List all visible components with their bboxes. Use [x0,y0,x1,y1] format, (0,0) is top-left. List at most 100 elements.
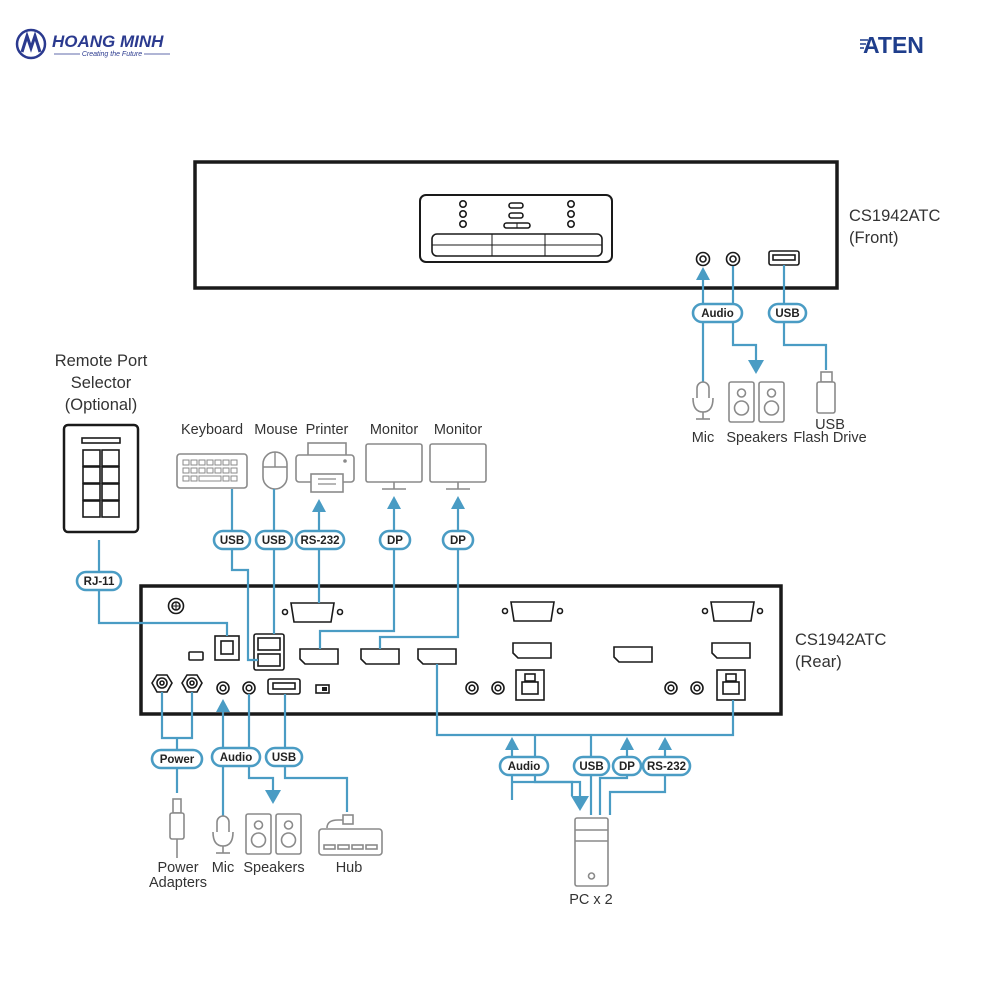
pc1-audio-jack-2 [491,681,505,695]
monitor-2: Monitor [429,422,487,490]
front-audio-pill: Audio [691,302,744,324]
pc-usb-pill: USB [572,755,611,777]
svg-text:Printer: Printer [306,422,349,438]
power-jack-2 [181,674,203,693]
pc-tower-icon [574,817,609,887]
svg-text:Power: Power [160,754,195,766]
mouse-usb-pill: USB [254,529,294,551]
svg-text:USB: USB [220,535,244,547]
aten-logo: ATEN [860,32,924,58]
svg-text:Selector: Selector [71,374,132,392]
rj11-pill: RJ-11 [75,570,123,592]
rear-audio-pill: Audio [210,746,262,768]
svg-text:Audio: Audio [220,752,253,764]
svg-text:Monitor: Monitor [370,422,419,438]
ground-screw-icon [167,597,185,615]
remote-port-selector: Remote Port Selector (Optional) [55,352,148,534]
front-unit: CS1942ATC (Front) [193,160,940,290]
bottom-left-cables: Power Audio USB [150,692,349,818]
svg-text:RS-232: RS-232 [647,761,686,773]
keyboard-icon [176,453,248,489]
rear-model-label: CS1942ATC [795,631,886,649]
svg-text:(Optional): (Optional) [65,396,137,414]
pc2-rs232-port [701,601,764,622]
front-panel-controls [419,194,613,263]
printer: Printer [295,422,355,493]
mouse-icon [262,451,288,490]
hub-icon [318,814,383,856]
pc1-dp-port-2 [613,646,653,663]
pc1-usb-b-port [515,669,545,701]
svg-text:Hub: Hub [336,860,363,876]
monitor-2-dp-pill: DP [441,529,475,551]
mic-icon [692,381,714,420]
mic-icon [212,815,234,854]
svg-text:USB: USB [272,752,296,764]
front-cables: Audio USB [691,265,828,398]
hoang-minh-name: HOANG MINH [52,32,164,51]
monitor-1-dp-pill: DP [378,529,412,551]
rear-unit: CS1942ATC (Rear) [139,584,886,716]
svg-text:USB: USB [815,417,845,433]
usb-hub: Hub [318,814,383,876]
rear-side-label: (Rear) [795,653,842,671]
svg-text:Remote Port: Remote Port [55,352,148,370]
rear-unit-chassis [139,584,783,716]
power-plug-icon [169,798,185,858]
front-speaker-jack [725,251,741,267]
front-usb-port [768,250,800,266]
rear-speakers: Speakers [243,813,305,876]
console-dp-port-2 [360,648,400,665]
pc2-usb-b-port [716,669,746,701]
dip-switch [315,684,330,694]
svg-text:Audio: Audio [701,308,734,320]
rear-mic: Mic [212,815,235,876]
mouse: Mouse [254,422,298,490]
rear-usb-port [267,678,301,695]
aten-logo-icon [860,39,868,49]
front-model-label: CS1942ATC [849,207,940,225]
mini-usb-port [188,651,204,661]
svg-text:Mic: Mic [692,430,715,446]
pc-count-label: PC x 2 [569,892,613,908]
power-adapters: Power Adapters [149,798,207,891]
rear-usb-ports-stacked [253,633,285,671]
rear-speaker-jack [242,681,256,695]
svg-text:USB: USB [775,308,799,320]
svg-text:Audio: Audio [508,761,541,773]
pc-cables: Audio USB DP RS-232 [435,664,735,815]
printer-icon [295,442,355,493]
speakers-icon [245,813,302,855]
front-mic: Mic [692,381,715,446]
keyboard-usb-pill: USB [212,529,252,551]
remote-selector-icon [62,423,140,534]
hoang-minh-tagline: Creating the Future [82,51,142,58]
aten-name: ATEN [863,32,924,58]
svg-text:USB: USB [262,535,286,547]
pc-audio-pill: Audio [498,755,550,777]
monitor-1: Monitor [365,422,423,490]
monitor-icon [429,443,487,490]
console-dp-port-3 [417,648,457,665]
svg-text:Mic: Mic [212,860,235,876]
keyboard: Keyboard [176,422,248,489]
pc2-audio-jack-1 [664,681,678,695]
hoang-minh-logo: HOANG MINH Creating the Future [15,28,170,60]
svg-text:Keyboard: Keyboard [181,422,243,438]
svg-text:DP: DP [387,535,403,547]
pc-tower: PC x 2 [569,817,613,908]
svg-text:Speakers: Speakers [726,430,787,446]
svg-text:Power: Power [157,860,198,876]
svg-text:Monitor: Monitor [434,422,483,438]
svg-text:USB: USB [579,761,603,773]
front-side-label: (Front) [849,229,899,247]
svg-text:DP: DP [619,761,635,773]
front-usb-pill: USB [767,302,808,324]
rj11-port [214,635,240,661]
pc1-rs232-port [501,601,564,622]
svg-text:RS-232: RS-232 [301,535,340,547]
rear-mic-jack [216,681,230,695]
svg-text:Adapters: Adapters [149,875,207,891]
power-pill: Power [150,748,204,770]
svg-text:Speakers: Speakers [243,860,304,876]
